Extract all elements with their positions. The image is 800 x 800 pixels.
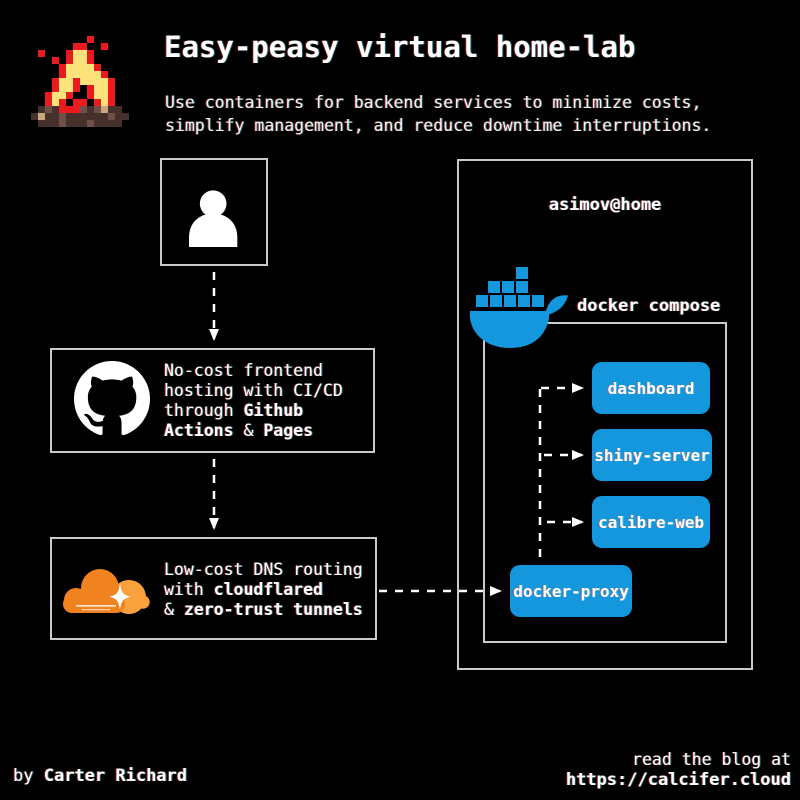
byline-author: Carter Richard <box>43 766 188 786</box>
blog-callout: read the blog at https://calcifer.cloud <box>566 750 791 790</box>
docker-whale-icon <box>468 267 570 352</box>
container-shiny-server[interactable]: shiny-server <box>592 429 712 481</box>
cloudflare-box-text: Low-cost DNS routing with cloudflared & … <box>164 560 363 620</box>
github-line-4-bold1: Actions <box>164 421 234 440</box>
container-docker-proxy[interactable]: docker-proxy <box>510 565 632 617</box>
github-box-text: No-cost frontend hosting with CI/CD thro… <box>164 361 343 441</box>
github-icon <box>74 361 150 437</box>
subtitle-line-1: Use containers for backend services to m… <box>165 93 702 112</box>
subtitle-line-2: simplify management, and reduce downtime… <box>165 116 712 135</box>
cloudflare-box: Low-cost DNS routing with cloudflared & … <box>50 537 377 640</box>
campfire-icon <box>31 36 129 127</box>
byline-by: by <box>13 766 44 786</box>
cloudflare-line-3: & <box>164 600 184 619</box>
container-calibre-web[interactable]: calibre-web <box>592 496 710 548</box>
cloudflare-line-2: with <box>164 580 214 599</box>
person-icon <box>189 190 238 247</box>
cloudflare-line-1: Low-cost DNS routing <box>164 560 363 579</box>
blog-callout-text: read the blog at <box>632 750 791 769</box>
github-box: No-cost frontend hosting with CI/CD thro… <box>50 348 375 453</box>
page-subtitle: Use containers for backend services to m… <box>165 91 711 137</box>
blog-url[interactable]: https://calcifer.cloud <box>565 770 791 790</box>
cloudflare-line-3-bold: zero-trust tunnels <box>183 600 363 619</box>
cloudflare-icon <box>56 558 152 618</box>
page-title: Easy-peasy virtual home-lab <box>164 30 636 64</box>
github-line-1: No-cost frontend <box>164 361 323 380</box>
github-line-4: & <box>233 421 264 440</box>
user-box <box>160 158 268 266</box>
container-dashboard[interactable]: dashboard <box>592 362 710 414</box>
github-line-3-bold: Github <box>243 401 304 420</box>
hostname-label: asimov@home <box>548 195 662 215</box>
github-line-2: hosting with CI/CD <box>164 381 343 400</box>
compose-label: docker compose <box>577 296 721 316</box>
github-line-3: through <box>164 401 244 420</box>
cloudflare-line-2-bold: cloudflared <box>213 580 323 599</box>
byline: by Carter Richard <box>13 766 187 786</box>
github-line-4-bold2: Pages <box>263 421 314 440</box>
